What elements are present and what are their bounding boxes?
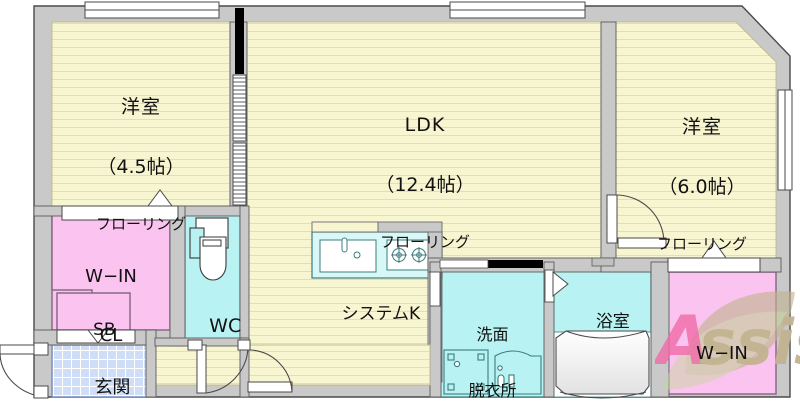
- door-ldk-hall[interactable]: [247, 349, 293, 393]
- door-closet-bedroom45[interactable]: [61, 189, 179, 221]
- windows: [84, 1, 793, 269]
- room-floor-bedroom45: [51, 21, 231, 207]
- room-entrance: [51, 344, 151, 398]
- door-entrance[interactable]: [0, 342, 49, 399]
- room-walk-in-closet-right: [667, 271, 777, 395]
- door-washroom[interactable]: [429, 271, 441, 307]
- room-floor-bedroom60: [615, 21, 777, 263]
- bathtub-icon: [552, 330, 652, 399]
- toilet-icon: [189, 217, 229, 281]
- door-bedroom60[interactable]: [606, 194, 667, 249]
- washing-machine-pan-icon: [443, 349, 489, 395]
- sliding-doors[interactable]: [232, 74, 247, 206]
- opening-ldk-kitchen: [591, 257, 615, 267]
- door-walk-in-closet-right[interactable]: [667, 240, 761, 273]
- door-shoe-box[interactable]: [56, 329, 136, 344]
- door-wc[interactable]: [187, 339, 251, 394]
- vanity-sink-icon: [494, 350, 542, 395]
- room-shoe-box: [56, 292, 131, 331]
- door-bathroom[interactable]: [544, 269, 569, 303]
- kitchen-sink-icon: [319, 239, 377, 273]
- window-washroom: [439, 259, 489, 269]
- black-wall-segments: [235, 8, 543, 268]
